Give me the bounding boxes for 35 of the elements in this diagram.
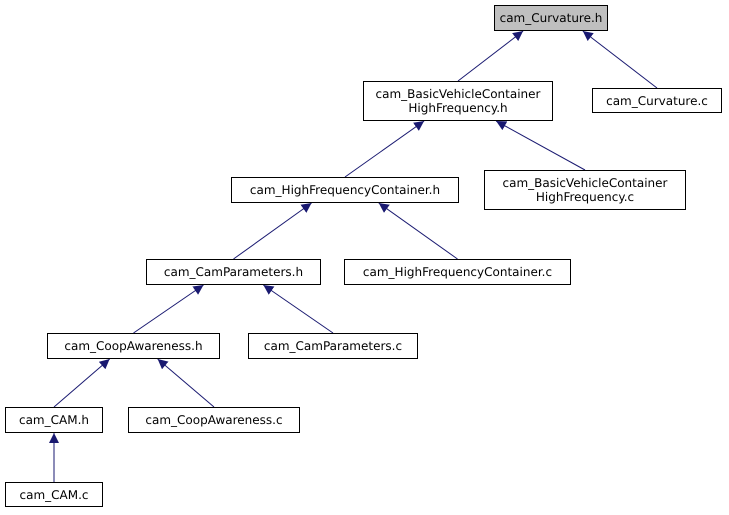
arrow — [233, 202, 312, 260]
arrow — [496, 120, 586, 170]
file-name: cam_BasicVehicleContainer HighFrequency.h — [374, 87, 542, 115]
file-name: cam_CAM.c — [18, 488, 90, 502]
file-box — [128, 407, 300, 433]
file-box — [146, 259, 321, 285]
file-box — [494, 5, 608, 31]
arrow — [133, 284, 204, 334]
file-box — [5, 482, 103, 507]
arrow — [344, 120, 425, 178]
file-name: cam_BasicVehicleContainer HighFrequency.c — [502, 176, 668, 204]
file-name: cam_HighFrequencyContainer.c — [362, 265, 554, 279]
arrow — [54, 358, 110, 408]
arrow — [582, 30, 658, 88]
arrow — [157, 358, 214, 408]
file-name: cam_CamParameters.h — [162, 265, 304, 279]
file-box — [47, 333, 220, 359]
file-box — [592, 88, 722, 113]
arrow — [458, 30, 524, 82]
file-box — [344, 259, 571, 285]
file-name: cam_CoopAwareness.c — [144, 413, 284, 427]
file-box — [248, 333, 418, 359]
file-box — [484, 170, 686, 210]
arrow — [378, 202, 458, 260]
file-name: cam_Curvature.c — [605, 94, 709, 108]
arrow — [262, 284, 334, 334]
file-name: cam_Curvature.h — [498, 11, 604, 25]
file-name: cam_CoopAwareness.h — [63, 339, 204, 353]
file-name: cam_CAM.h — [18, 413, 90, 427]
file-name: cam_HighFrequencyContainer.h — [248, 183, 442, 197]
file-box — [231, 177, 459, 203]
file-name: cam_CamParameters.c — [262, 339, 404, 353]
arrow — [49, 432, 59, 482]
file-box — [5, 407, 103, 433]
file-box — [363, 81, 553, 121]
